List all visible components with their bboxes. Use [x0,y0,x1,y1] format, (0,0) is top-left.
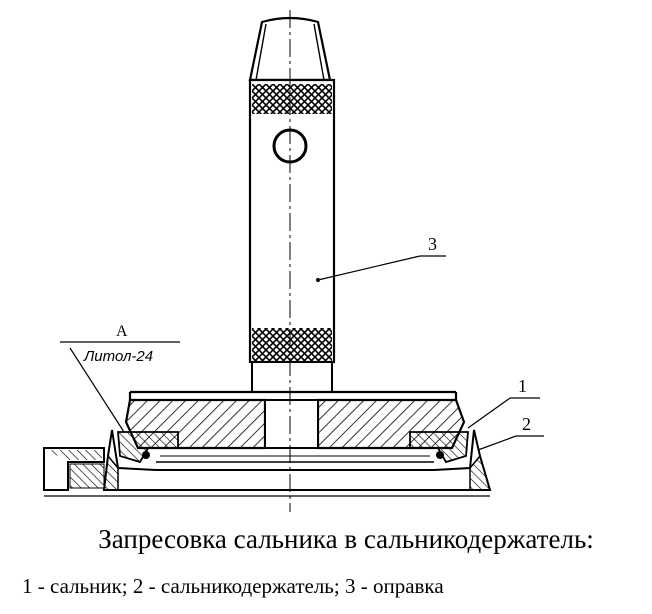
callout-3: 3 [428,234,437,254]
callout-1: 1 [518,376,527,396]
leader-view-a [60,341,180,433]
seal-holder [43,429,492,497]
figure-legend: 1 - сальник; 2 - сальникодержатель; 3 - … [22,574,444,598]
mandrel-body [248,78,336,364]
leader-1 [467,397,540,429]
leader-3 [316,255,446,282]
knurl-bottom [252,328,332,362]
knurl-top [252,84,332,114]
grease-label: Литол-24 [83,348,153,365]
callout-2: 2 [522,414,531,434]
mandrel-neck [251,361,333,393]
view-a-label: A [116,323,128,340]
mandrel [248,16,336,393]
technical-drawing: 3 1 2 A Литол-24 [43,10,544,512]
leader-2 [477,435,544,451]
figure-caption: Запресовка сальника в сальникодержатель: [98,524,594,554]
oil-seal [117,431,469,464]
